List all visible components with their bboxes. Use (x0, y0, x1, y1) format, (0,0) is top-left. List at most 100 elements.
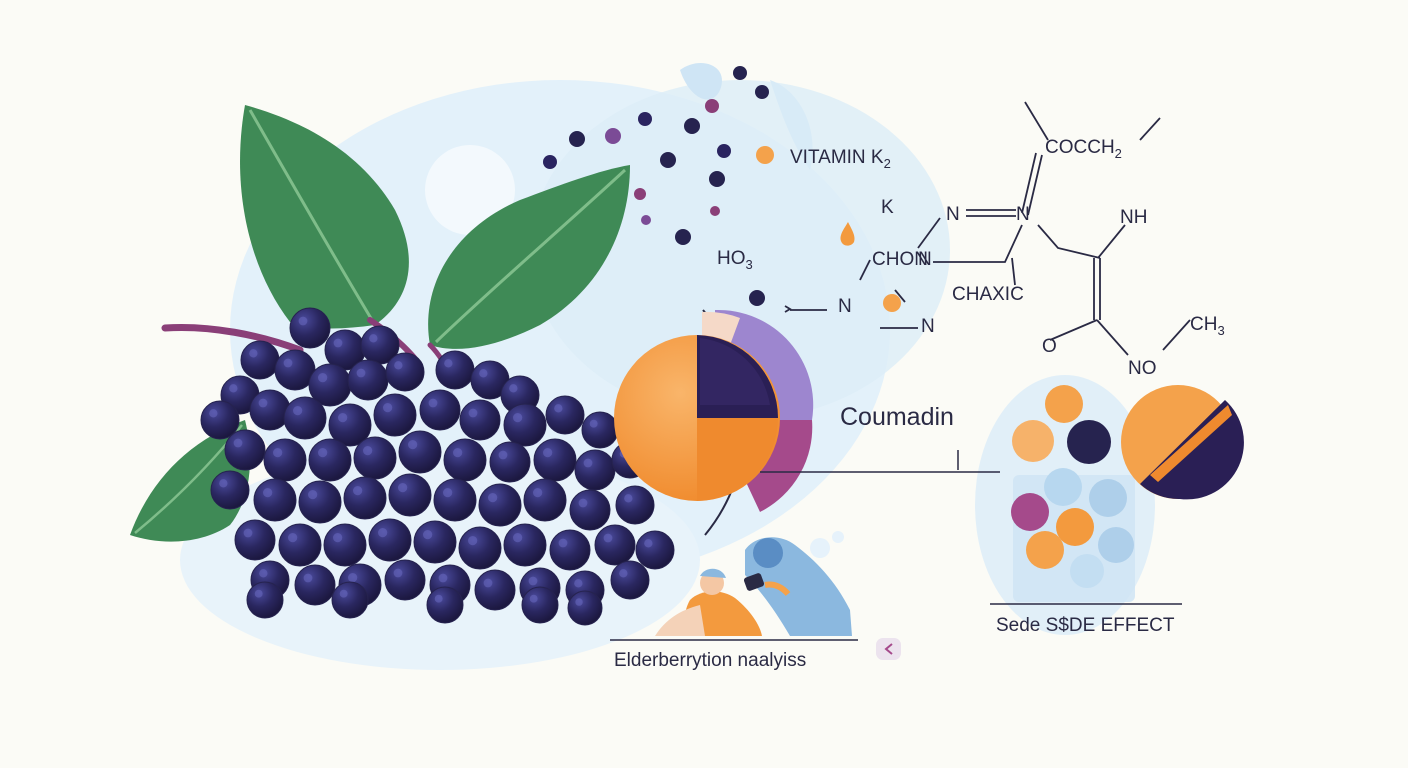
berry-highlight (356, 368, 366, 378)
berry-highlight (283, 358, 293, 368)
no-label: NO (1128, 358, 1157, 379)
berry-highlight (209, 409, 218, 418)
berry-highlight (509, 384, 518, 393)
berry (283, 396, 327, 440)
berry-highlight (468, 536, 478, 546)
berry (615, 485, 655, 525)
berry-highlight (393, 568, 403, 578)
ch-label: CH3 (1190, 314, 1225, 338)
berry (567, 590, 603, 626)
chaxic-label: CHAXIC (952, 284, 1024, 305)
berry (549, 529, 591, 571)
berry-highlight (233, 438, 243, 448)
side-effect-caption: Sede S$DE EFFECT (996, 615, 1175, 636)
caption-elderberry-analysis: Elderberrytion naalyiss (614, 650, 806, 671)
berry (353, 436, 397, 480)
berry-highlight (308, 490, 318, 500)
berry (635, 530, 675, 570)
berry-highlight (468, 408, 478, 418)
berry (435, 350, 475, 390)
berry-highlight (298, 316, 308, 326)
berry-highlight (603, 533, 613, 543)
berry (459, 399, 501, 441)
coumadin-label: Coumadin (840, 403, 954, 431)
coumadin-pie-icon (614, 309, 814, 536)
berry-highlight (513, 413, 523, 423)
berry-highlight (378, 528, 388, 538)
berry (503, 523, 547, 567)
berry-highlight (479, 369, 488, 378)
berry (263, 438, 307, 482)
berry (521, 586, 559, 624)
berry (323, 523, 367, 567)
n-mid-label: N (921, 316, 935, 337)
berry (224, 429, 266, 471)
caption-side-effect: Sede S$DE EFFECT (996, 615, 1175, 636)
berry-highlight (408, 440, 418, 450)
n-left-label: N (838, 296, 852, 317)
berry (426, 586, 464, 624)
berry-highlight (369, 334, 378, 343)
berry-highlight (578, 498, 588, 508)
berry (253, 478, 297, 522)
berry-highlight (513, 533, 523, 543)
berry-highlight (318, 448, 328, 458)
analyst-illustration (655, 531, 852, 636)
berry (569, 489, 611, 531)
berry-highlight (333, 533, 343, 543)
ho-label: HO3 (717, 248, 753, 272)
berry (294, 564, 336, 606)
connector-lines (610, 450, 1182, 641)
berry (533, 438, 577, 482)
berry (249, 389, 291, 431)
n-top-left-label: N (946, 204, 960, 225)
berry-highlight (453, 448, 463, 458)
berry (331, 581, 369, 619)
berry-highlight (318, 373, 328, 383)
berry-highlight (333, 338, 343, 348)
berry-highlight (303, 573, 313, 583)
berry (398, 430, 442, 474)
berry-highlight (434, 594, 443, 603)
berry-highlight (258, 398, 268, 408)
k-label: K (881, 197, 894, 218)
berry-highlight (288, 533, 298, 543)
berry (347, 359, 389, 401)
berry (489, 441, 531, 483)
berry-highlight (398, 483, 408, 493)
berry (246, 581, 284, 619)
berry (594, 524, 636, 566)
berry (308, 438, 352, 482)
berry (503, 403, 547, 447)
berry-highlight (624, 494, 633, 503)
berry (581, 411, 619, 449)
berry (419, 389, 461, 431)
berry-highlight (533, 488, 543, 498)
berry-highlight (498, 450, 508, 460)
berry-highlight (293, 406, 303, 416)
berry-highlight (229, 384, 238, 393)
berry-highlight (273, 448, 283, 458)
berry-highlight (394, 361, 403, 370)
berry-highlight (353, 486, 363, 496)
chevron-left-icon (884, 643, 893, 655)
back-chevron-button[interactable] (876, 638, 901, 660)
berry (610, 560, 650, 600)
berry-highlight (438, 573, 448, 583)
berry (443, 438, 487, 482)
berry (240, 340, 280, 380)
berry (385, 352, 425, 392)
berry-highlight (254, 589, 263, 598)
berry (574, 449, 616, 491)
berry (433, 478, 477, 522)
berry-highlight (219, 479, 228, 488)
berry-highlight (259, 569, 268, 578)
berry-highlight (263, 488, 273, 498)
berry (478, 483, 522, 527)
berry-highlight (558, 538, 568, 548)
berry-highlight (589, 419, 598, 428)
cocch-label: COCCH2 (1045, 137, 1122, 161)
berry-highlight (339, 589, 348, 598)
berry-highlight (243, 528, 253, 538)
